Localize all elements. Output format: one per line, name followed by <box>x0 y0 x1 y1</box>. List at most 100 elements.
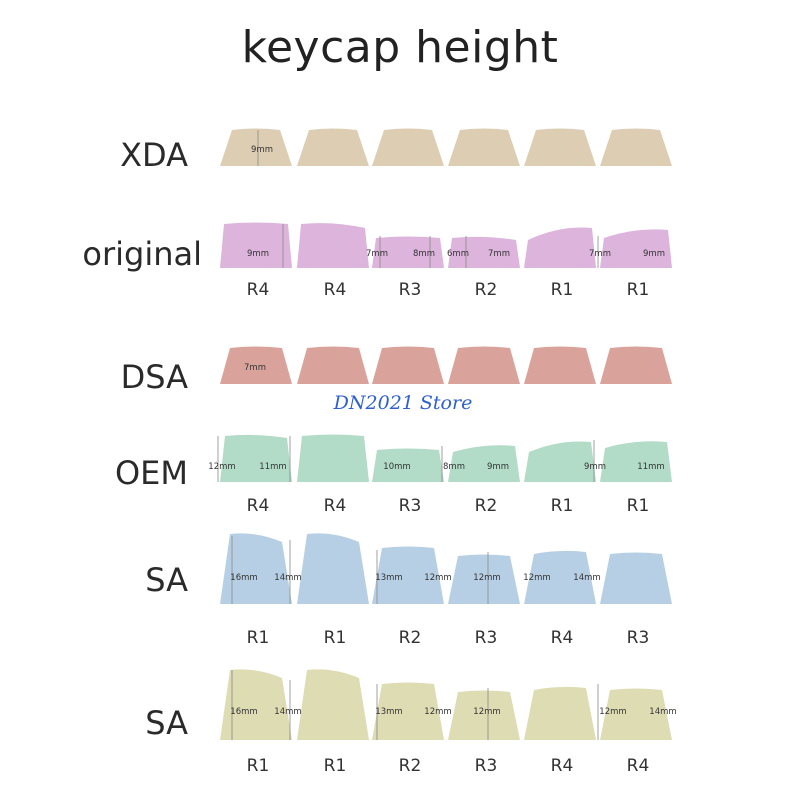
dimension-label-sa-1-7: 14mm <box>573 573 600 583</box>
row-label-original-2: R4 <box>323 280 347 300</box>
dimension-label-oem-7: 11mm <box>637 462 664 472</box>
store-watermark: DN2021 Store <box>333 392 473 414</box>
dimension-label-oem-5: 9mm <box>487 462 509 472</box>
keycap-oem-2 <box>297 434 369 482</box>
row-label-sa-2-3: R2 <box>398 756 422 776</box>
keycap-oem-1 <box>220 434 292 482</box>
keycap-oem-4 <box>448 445 520 482</box>
keycap-row-oem <box>217 434 672 482</box>
page-title: keycap height <box>241 22 559 73</box>
keycap-row-original <box>220 222 672 268</box>
keycap-xda-4 <box>448 128 520 166</box>
row-label-sa-2-4: R3 <box>474 756 498 776</box>
dimension-label-original-6: 7mm <box>589 249 611 259</box>
dimension-label-original-4: 6mm <box>447 249 469 259</box>
keycap-dsa-2 <box>297 346 369 384</box>
row-label-sa-1-4: R3 <box>474 628 498 648</box>
keycap-xda-5 <box>524 128 596 166</box>
dimension-label-oem-2: 11mm <box>259 462 286 472</box>
dimension-label-original-3: 8mm <box>413 249 435 259</box>
row-name-xda: XDA <box>120 136 188 174</box>
keycap-row-sa-2 <box>220 669 672 740</box>
keycap-oem-6 <box>600 441 672 482</box>
keycap-dsa-4 <box>448 346 520 384</box>
dimension-label-xda-1: 9mm <box>251 145 273 155</box>
dimension-label-sa-1-6: 12mm <box>523 573 550 583</box>
keycap-sa-2-4 <box>448 690 520 740</box>
dimension-label-original-2: 7mm <box>366 249 388 259</box>
dimension-label-original-1: 9mm <box>247 249 269 259</box>
dimension-label-oem-1: 12mm <box>208 462 235 472</box>
row-name-dsa: DSA <box>120 358 188 396</box>
dimension-label-sa-1-4: 12mm <box>424 573 451 583</box>
keycap-original-2 <box>297 223 369 268</box>
row-label-oem-3: R3 <box>398 496 422 516</box>
row-label-original-6: R1 <box>626 280 650 300</box>
dimension-label-sa-2-1: 16mm <box>230 707 257 717</box>
row-label-sa-2-5: R4 <box>550 756 574 776</box>
row-label-oem-6: R1 <box>626 496 650 516</box>
keycap-dsa-1 <box>220 346 292 384</box>
row-label-oem-5: R1 <box>550 496 574 516</box>
keycap-dsa-3 <box>372 346 444 384</box>
dimension-label-dsa-1: 7mm <box>244 363 266 373</box>
keycap-xda-3 <box>372 128 444 166</box>
row-label-original-4: R2 <box>474 280 498 300</box>
row-label-original-5: R1 <box>550 280 574 300</box>
row-label-sa-1-3: R2 <box>398 628 422 648</box>
keycap-row-sa-1 <box>220 533 672 604</box>
dimension-label-original-7: 9mm <box>643 249 665 259</box>
dimension-label-sa-2-6: 12mm <box>599 707 626 717</box>
keycap-dsa-6 <box>600 346 672 384</box>
keycap-row-xda <box>220 128 672 166</box>
dimension-label-sa-2-5: 12mm <box>473 707 500 717</box>
keycap-sa-1-6 <box>600 552 672 604</box>
keycap-original-6 <box>600 229 672 268</box>
keycap-xda-6 <box>600 128 672 166</box>
dimension-label-sa-1-3: 13mm <box>375 573 402 583</box>
keycap-oem-5 <box>524 441 596 482</box>
row-label-sa-1-5: R4 <box>550 628 574 648</box>
row-label-sa-1-2: R1 <box>323 628 347 648</box>
keycap-row-dsa <box>220 346 672 384</box>
row-label-oem-4: R2 <box>474 496 498 516</box>
dimension-label-sa-2-3: 13mm <box>375 707 402 717</box>
row-label-sa-1-1: R1 <box>246 628 270 648</box>
keycap-sa-1-3 <box>372 546 444 604</box>
keycap-sa-2-3 <box>372 682 444 740</box>
keycap-original-3 <box>372 236 444 268</box>
dimension-label-oem-6: 9mm <box>584 462 606 472</box>
keycap-sa-1-4 <box>448 554 520 604</box>
dimension-label-sa-2-4: 12mm <box>424 707 451 717</box>
row-name-oem: OEM <box>114 454 188 492</box>
dimension-label-sa-1-2: 14mm <box>274 573 301 583</box>
keycap-sa-1-1 <box>220 533 292 604</box>
dimension-label-oem-4: 8mm <box>443 462 465 472</box>
dimension-label-sa-1-1: 16mm <box>230 573 257 583</box>
dimension-label-sa-2-2: 14mm <box>274 707 301 717</box>
keycap-dsa-5 <box>524 346 596 384</box>
keycap-sa-2-1 <box>220 669 292 740</box>
row-label-sa-2-1: R1 <box>246 756 270 776</box>
keycap-original-5 <box>524 227 596 268</box>
keycap-sa-2-2 <box>297 669 369 740</box>
keycap-oem-3 <box>372 448 444 482</box>
keycap-xda-2 <box>297 128 369 166</box>
dimension-label-sa-2-7: 14mm <box>649 707 676 717</box>
dimension-label-original-5: 7mm <box>488 249 510 259</box>
row-label-original-1: R4 <box>246 280 270 300</box>
row-name-sa-1: SA <box>145 561 188 599</box>
keycap-sa-1-5 <box>524 550 596 604</box>
dimension-label-oem-3: 10mm <box>383 462 410 472</box>
keycap-xda-1 <box>220 128 292 166</box>
row-label-oem-1: R4 <box>246 496 270 516</box>
keycap-sa-2-5 <box>524 686 596 740</box>
row-label-sa-2-6: R4 <box>626 756 650 776</box>
keycap-sa-2-6 <box>600 688 672 740</box>
row-label-oem-2: R4 <box>323 496 347 516</box>
row-name-sa-2: SA <box>145 704 188 742</box>
keycap-original-1 <box>220 222 292 268</box>
row-name-original: original <box>82 235 202 273</box>
